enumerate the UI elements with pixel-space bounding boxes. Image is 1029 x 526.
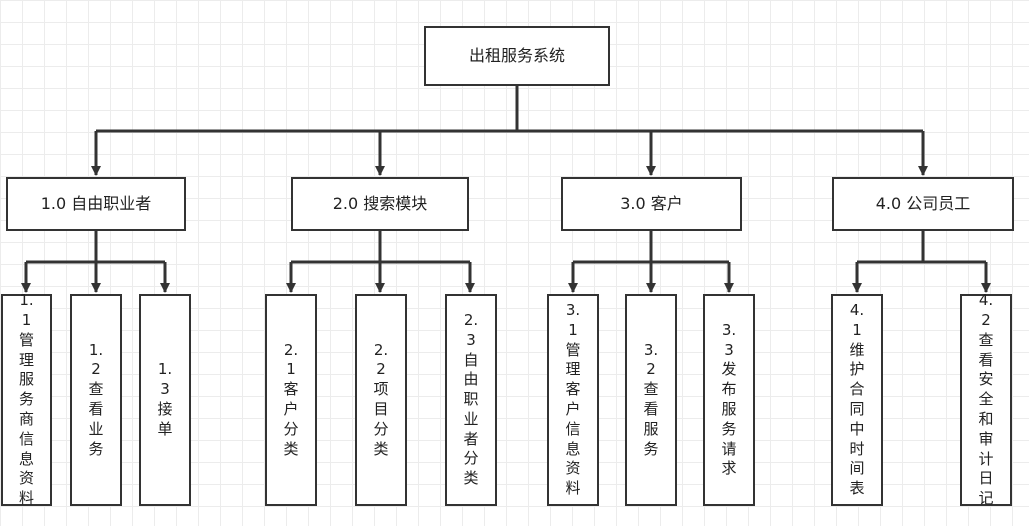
leaf-node-label: 4.1维护合同中时间表	[849, 301, 865, 498]
module-node-search[interactable]: 2.0 搜索模块	[291, 177, 469, 231]
module-node-label: 4.0 公司员工	[875, 194, 971, 213]
leaf-node-3-1[interactable]: 3.1管理客户信息资料	[547, 294, 599, 506]
module-node-label: 3.0 客户	[620, 194, 683, 213]
leaf-node-label: 1.1管理服务商信息资料	[18, 291, 34, 508]
leaf-node-label: 1.2查看业务	[88, 340, 104, 458]
leaf-node-label: 3.2查看服务	[643, 340, 659, 458]
leaf-node-1-3[interactable]: 1.3接单	[139, 294, 191, 506]
leaf-node-label: 3.1管理客户信息资料	[565, 301, 581, 498]
leaf-node-label: 2.1客户分类	[283, 340, 299, 458]
leaf-node-1-1[interactable]: 1.1管理服务商信息资料	[1, 291, 52, 508]
root-node-label: 出租服务系统	[468, 46, 565, 65]
leaf-node-2-3[interactable]: 2.3自由职业者分类	[445, 294, 497, 506]
module-node-customer[interactable]: 3.0 客户	[561, 177, 742, 231]
leaf-node-4-1[interactable]: 4.1维护合同中时间表	[831, 294, 883, 506]
root-node[interactable]: 出租服务系统	[424, 26, 610, 86]
leaf-node-3-2[interactable]: 3.2查看服务	[625, 294, 677, 506]
leaf-node-4-2[interactable]: 4.2查看安全和审计日记	[960, 291, 1012, 508]
leaf-node-2-1[interactable]: 2.1客户分类	[265, 294, 317, 506]
leaf-node-1-2[interactable]: 1.2查看业务	[70, 294, 122, 506]
leaf-node-label: 3.3发布服务请求	[721, 320, 737, 478]
module-node-label: 1.0 自由职业者	[40, 194, 152, 213]
module-node-freelancer[interactable]: 1.0 自由职业者	[6, 177, 186, 231]
leaf-node-label: 4.2查看安全和审计日记	[978, 291, 994, 508]
leaf-node-3-3[interactable]: 3.3发布服务请求	[703, 294, 755, 506]
leaf-node-2-2[interactable]: 2.2项目分类	[355, 294, 407, 506]
leaf-node-label: 2.3自由职业者分类	[463, 310, 479, 488]
leaf-node-label: 2.2项目分类	[373, 340, 389, 458]
leaf-node-label: 1.3接单	[157, 360, 173, 438]
module-node-employee[interactable]: 4.0 公司员工	[832, 177, 1014, 231]
module-node-label: 2.0 搜索模块	[332, 194, 428, 213]
